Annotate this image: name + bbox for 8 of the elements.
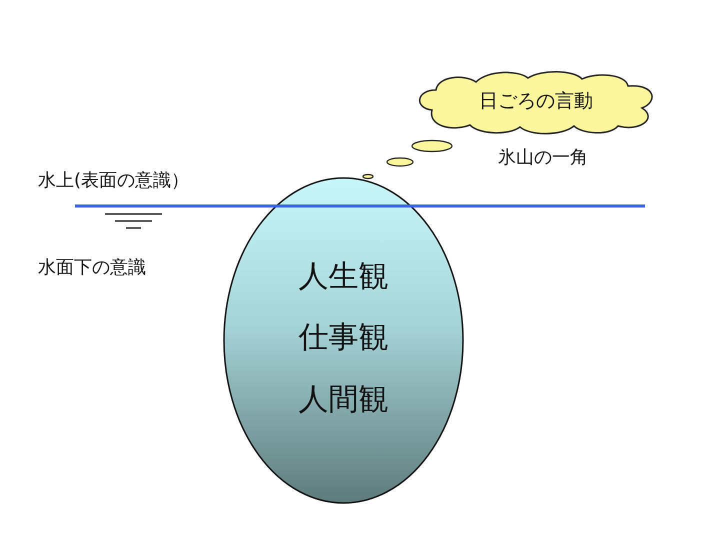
node-text: 人生観 [298, 259, 390, 295]
node-text: 仕事観 [298, 320, 390, 356]
annotation-text: 水上(表面の意識） [38, 170, 190, 192]
node-text: 人間観 [298, 382, 390, 418]
iceberg-ellipse [223, 177, 464, 504]
node-text: 日ごろの言動 [478, 90, 594, 112]
annotation-text: 水面下の意識 [38, 257, 146, 279]
annotation-text: 氷山の一角 [498, 147, 588, 169]
